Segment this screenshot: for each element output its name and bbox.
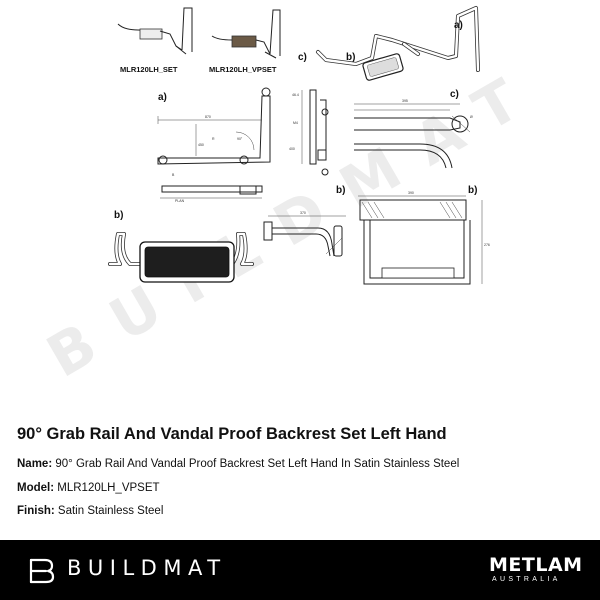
- callout-c-mid: c): [450, 89, 459, 100]
- drawing-b-side-profile: 370: [263, 211, 346, 257]
- drawing-a-plan-view: PLAN: [160, 185, 263, 203]
- svg-text:46.4: 46.4: [292, 93, 299, 97]
- technical-drawings: BUILDMAT MLR120LH_SET MLR120LH_VPSET a) …: [36, 6, 555, 391]
- name-label: Name:: [17, 458, 53, 470]
- partner-logo-subtext: AUSTRALIA: [492, 576, 561, 583]
- svg-text:870: 870: [205, 115, 211, 119]
- callout-c-top: c): [298, 52, 307, 63]
- product-thumbnail-set: [117, 7, 193, 55]
- svg-text:Ø: Ø: [470, 115, 473, 119]
- callout-b-right: b): [468, 185, 477, 196]
- product-title: 90° Grab Rail And Vandal Proof Backrest …: [17, 425, 447, 443]
- callout-a-top: a): [454, 20, 463, 31]
- product-model-row: Model: MLR120LH_VPSET: [17, 482, 160, 494]
- svg-text:370: 370: [300, 211, 306, 215]
- model-value: MLR120LH_VPSET: [57, 482, 160, 494]
- thumbnail-caption-set: MLR120LH_SET: [120, 65, 178, 74]
- svg-text:PLAN: PLAN: [175, 199, 185, 203]
- svg-text:395: 395: [402, 99, 408, 103]
- drawing-c-top-view: 395 Ø: [354, 99, 473, 169]
- svg-text:390: 390: [408, 191, 414, 195]
- model-label: Model:: [17, 482, 55, 494]
- product-finish-row: Finish: Satin Stainless Steel: [17, 505, 163, 517]
- name-value: 90° Grab Rail And Vandal Proof Backrest …: [55, 458, 460, 470]
- isometric-assembly-view: [316, 6, 480, 81]
- svg-text:R: R: [212, 137, 215, 141]
- finish-label: Finish:: [17, 505, 55, 517]
- drawing-b-rear-view: 390 276: [358, 191, 490, 285]
- drawing-b-backrest-front: [108, 232, 254, 283]
- svg-text:450: 450: [198, 143, 204, 147]
- watermark-text: BUILDMAT: [36, 52, 555, 391]
- thumbnail-caption-vpset: MLR120LH_VPSET: [209, 65, 277, 74]
- footer-bar: [0, 540, 600, 600]
- callout-b-top: b): [346, 52, 355, 63]
- svg-text:B: B: [172, 173, 175, 177]
- partner-logo-text: METLAM: [489, 554, 583, 576]
- finish-value: Satin Stainless Steel: [57, 505, 164, 517]
- callout-a-mid: a): [158, 92, 167, 103]
- svg-text:90°: 90°: [237, 137, 243, 141]
- product-thumbnail-vpset: [211, 9, 281, 59]
- svg-text:M4: M4: [293, 121, 298, 125]
- callout-b-left: b): [114, 210, 123, 221]
- product-name-row: Name: 90° Grab Rail And Vandal Proof Bac…: [17, 458, 459, 470]
- footer-brand-text: BUILDMAT: [67, 556, 227, 580]
- drawing-a-side-elevation: 46.4 M4 400: [289, 89, 329, 176]
- drawing-a-front-elevation: 870 450 90° R B: [157, 87, 271, 177]
- callout-b-side: b): [336, 185, 345, 196]
- buildmat-logo-icon: [29, 558, 55, 584]
- svg-text:276: 276: [484, 243, 490, 247]
- svg-text:400: 400: [289, 147, 295, 151]
